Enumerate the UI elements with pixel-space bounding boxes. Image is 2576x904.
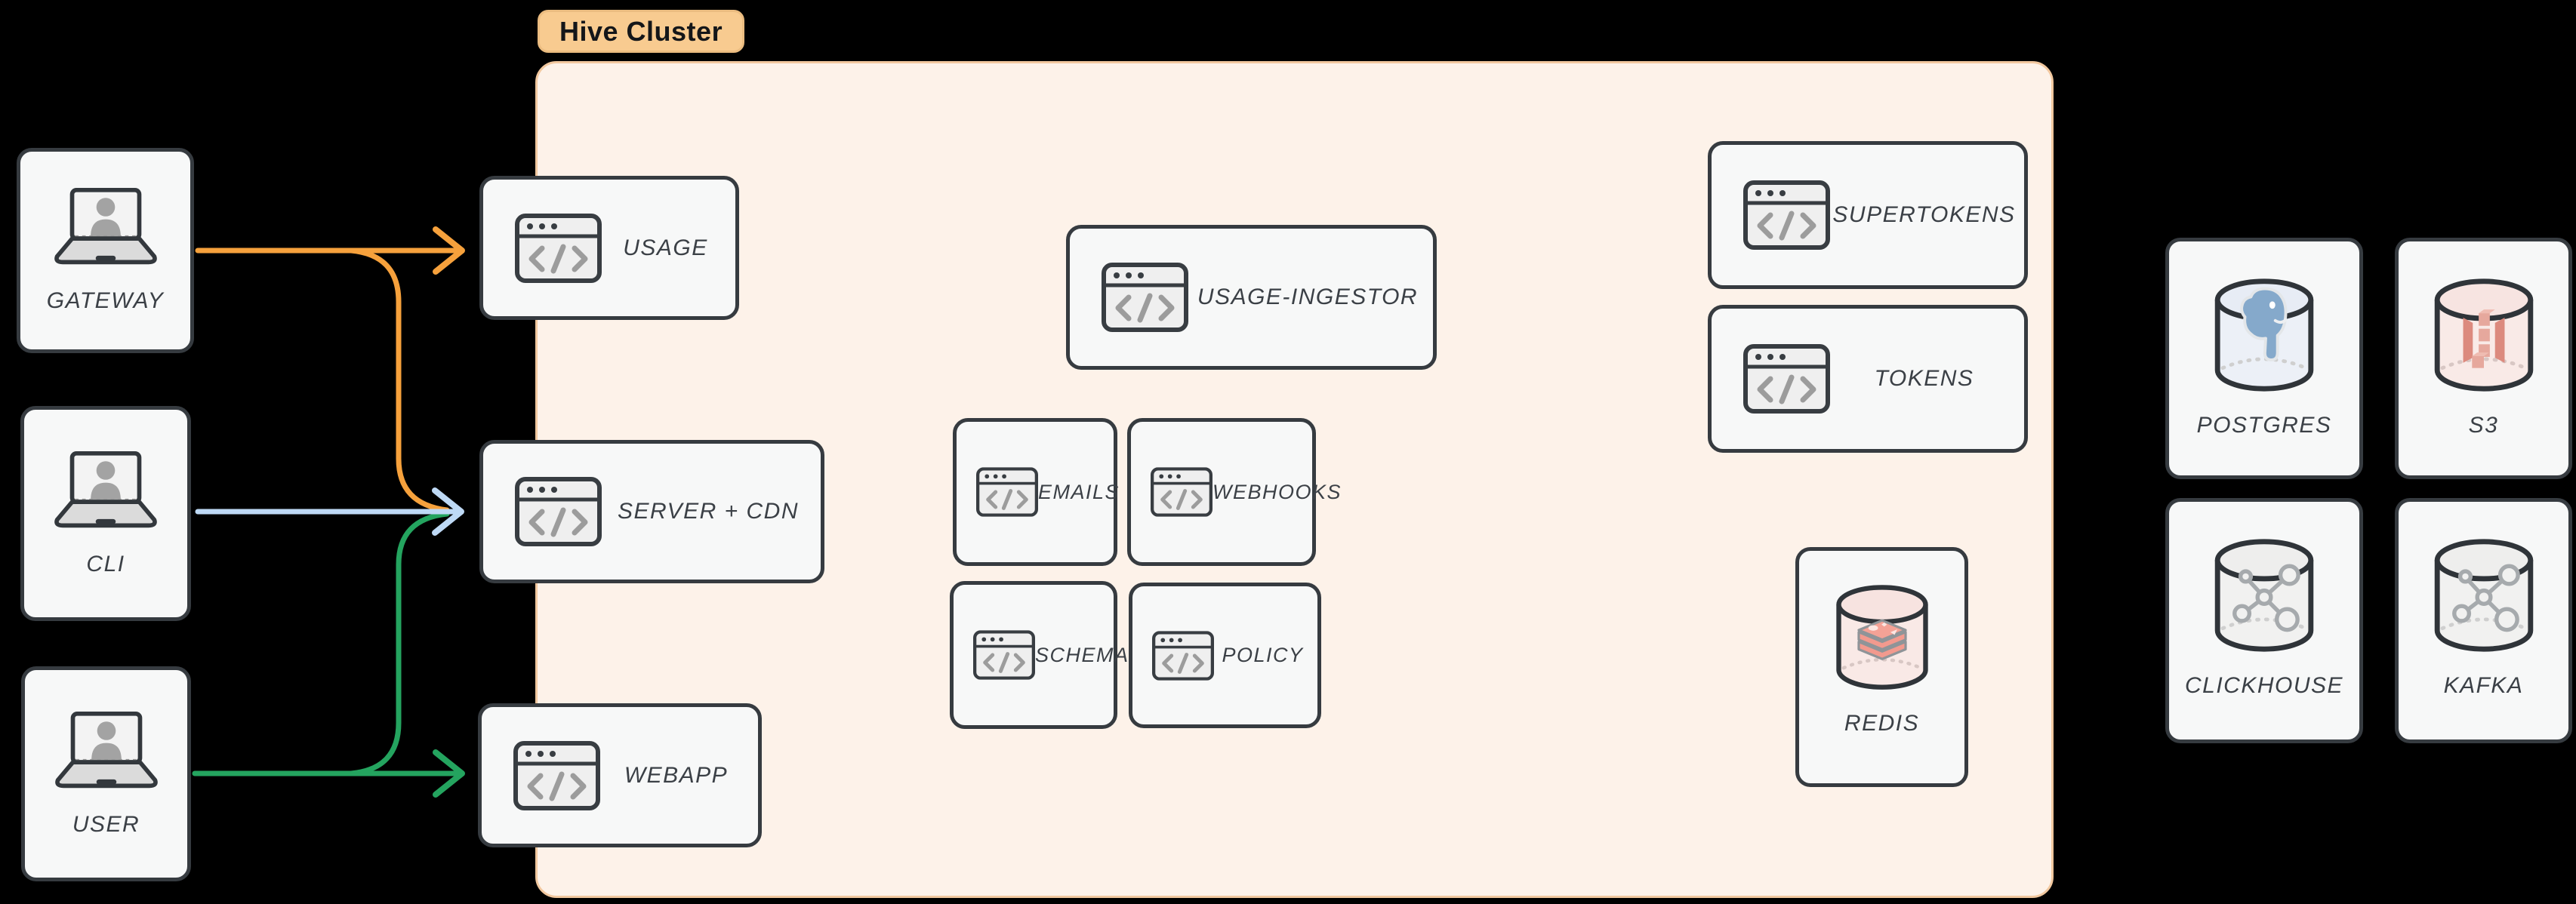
laptop-user-icon	[48, 187, 163, 267]
node-label: TOKENS	[1874, 366, 1974, 391]
laptop-user-icon	[49, 711, 164, 791]
code-window-icon	[1743, 344, 1830, 414]
node-label: SERVER + CDN	[617, 499, 799, 524]
node-label: USAGE	[623, 235, 708, 260]
code-window-icon	[1743, 180, 1830, 250]
redis-database-icon	[1832, 583, 1932, 693]
node-s3: S3	[2395, 238, 2572, 479]
kafka-database-icon	[2430, 537, 2537, 655]
node-label: WEBHOOKS	[1213, 480, 1342, 503]
node-label: USER	[72, 811, 140, 837]
code-window-icon	[1152, 631, 1214, 681]
node-redis: REDIS	[1795, 547, 1968, 787]
s3-bucket-icon	[2430, 276, 2537, 395]
edge-user-webapp	[192, 749, 465, 798]
node-label: CLI	[86, 551, 125, 577]
edge-gateway-server-cdn	[348, 248, 450, 513]
node-cli: CLI	[20, 406, 191, 621]
hive-cluster-label: Hive Cluster	[559, 15, 723, 47]
node-postgres: POSTGRES	[2165, 238, 2363, 479]
node-usage-ingestor: USAGE-INGESTOR	[1066, 225, 1437, 370]
node-label: SCHEMA	[1035, 643, 1129, 666]
node-tokens: TOKENS	[1708, 305, 2028, 453]
code-window-icon	[513, 741, 600, 810]
edge-user-server-cdn	[348, 511, 450, 776]
node-label: POSTGRES	[2196, 413, 2332, 438]
node-schema: SCHEMA	[950, 581, 1128, 729]
node-policy: POLICY	[1129, 583, 1321, 728]
node-label: GATEWAY	[46, 288, 165, 313]
edge-cli-server-cdn	[195, 487, 464, 536]
node-server-cdn: SERVER + CDN	[479, 440, 824, 583]
node-label: S3	[2468, 413, 2499, 438]
node-label: KAFKA	[2443, 673, 2524, 698]
edge-gateway-usage	[195, 226, 465, 275]
node-webhooks: WEBHOOKS	[1127, 418, 1341, 566]
node-label: WEBAPP	[624, 762, 729, 788]
node-label: REDIS	[1844, 711, 1920, 736]
node-label: SUPERTOKENS	[1832, 202, 2016, 227]
code-window-icon	[515, 477, 602, 546]
hive-cluster-tag: Hive Cluster	[538, 10, 745, 53]
code-window-icon	[1151, 467, 1213, 517]
node-emails: EMAILS	[953, 418, 1119, 566]
postgres-database-icon	[2211, 276, 2318, 395]
clickhouse-database-icon	[2211, 537, 2318, 655]
node-supertokens: SUPERTOKENS	[1708, 141, 2028, 289]
node-label: USAGE-INGESTOR	[1197, 284, 1419, 309]
node-label: CLICKHOUSE	[2184, 673, 2344, 698]
node-gateway: GATEWAY	[17, 148, 194, 353]
node-label: EMAILS	[1038, 480, 1120, 503]
node-clickhouse: CLICKHOUSE	[2165, 498, 2363, 743]
node-user: USER	[21, 666, 191, 881]
node-webapp: WEBAPP	[478, 703, 762, 847]
node-label: POLICY	[1222, 644, 1304, 666]
node-usage: USAGE	[479, 176, 739, 320]
code-window-icon	[973, 630, 1035, 680]
code-window-icon	[1102, 263, 1188, 332]
code-window-icon	[515, 214, 602, 283]
code-window-icon	[976, 467, 1038, 517]
node-kafka: KAFKA	[2395, 498, 2572, 743]
laptop-user-icon	[48, 450, 163, 530]
